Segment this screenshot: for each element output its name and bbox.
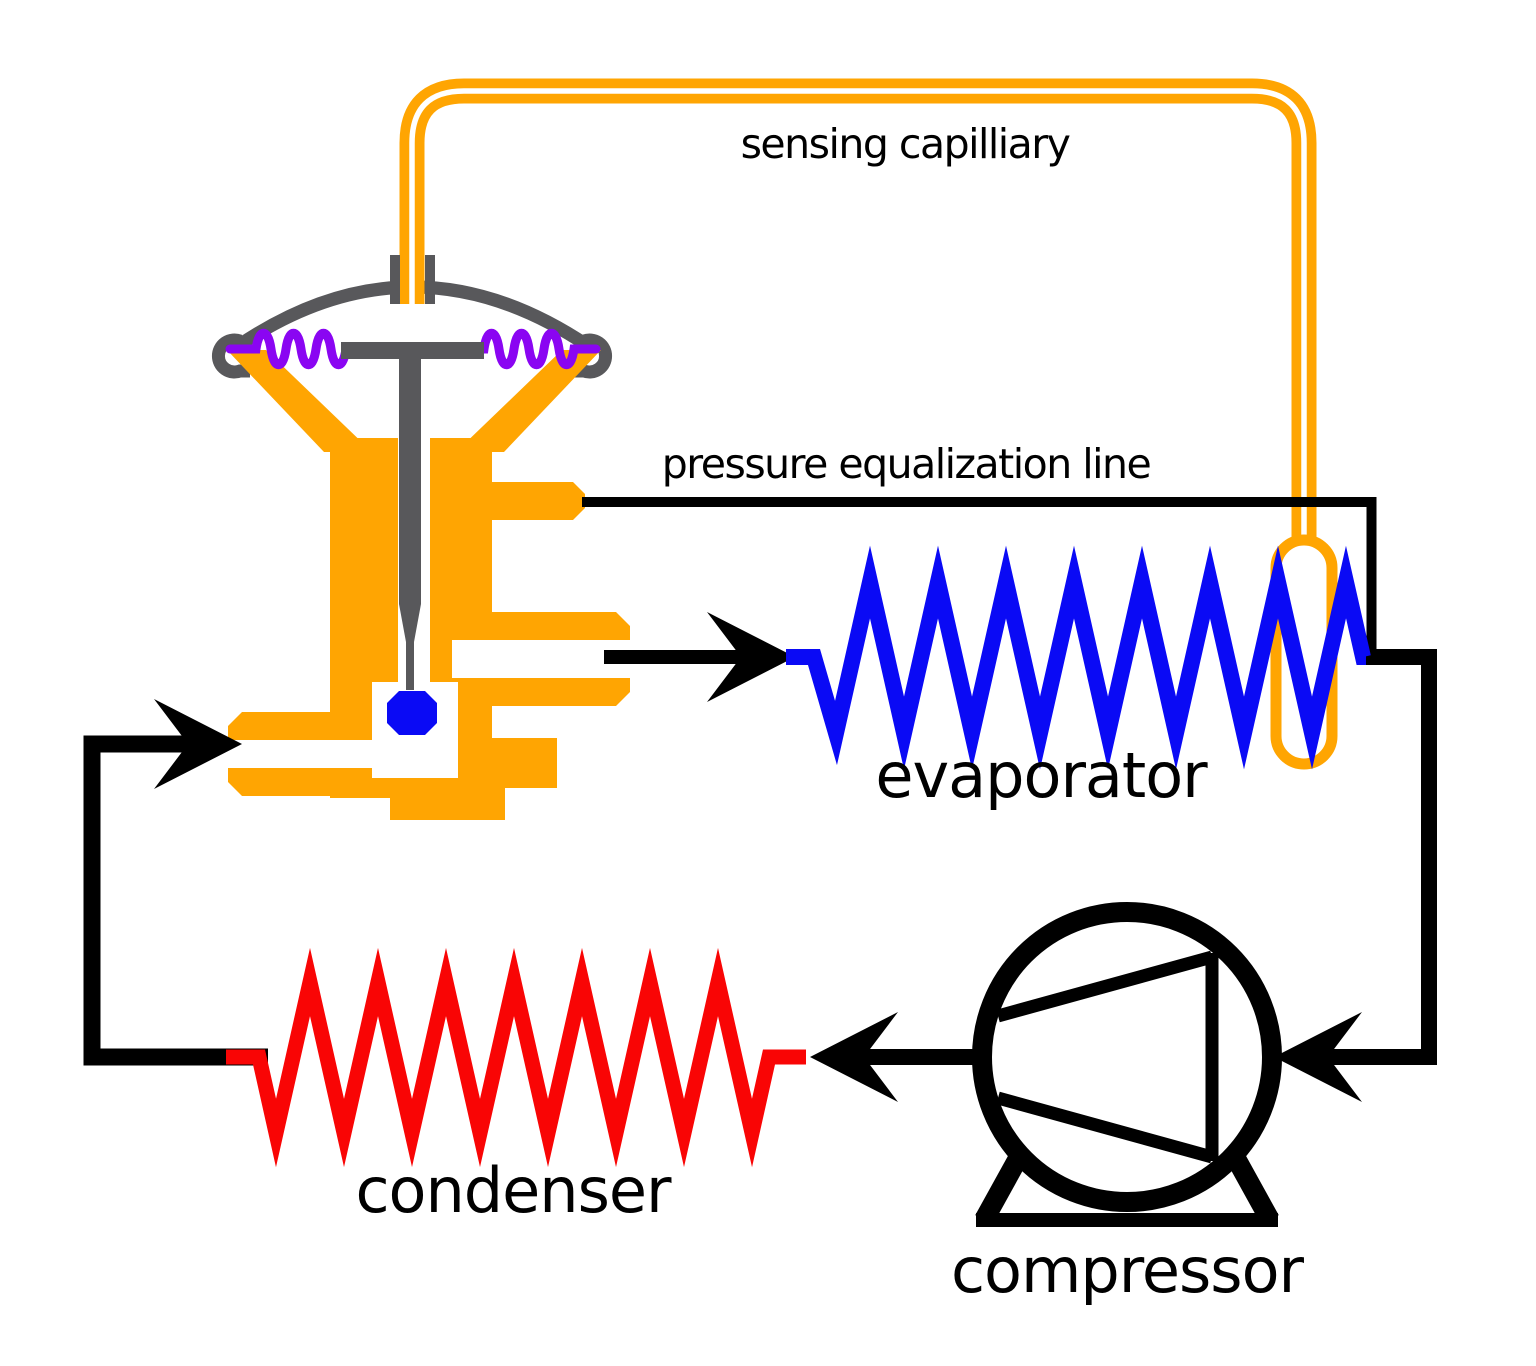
suction-line: [1274, 649, 1437, 1102]
liquid-line: [83, 699, 268, 1066]
pressure-equalization-pipe: [582, 497, 1377, 652]
evaporator-label: evaporator: [875, 739, 1208, 812]
inlet-channel: [228, 740, 372, 768]
condenser-coil: [226, 947, 806, 1168]
valve-stem: [399, 342, 421, 604]
pressure-equalization-label: pressure equalization line: [662, 440, 1151, 488]
valve-needle: [399, 604, 421, 690]
compressor-inlet-arrow-icon: [1274, 1012, 1362, 1102]
dome-right-hook: [574, 333, 612, 379]
valve-right-foot: [458, 738, 557, 788]
evaporator-coil: [786, 545, 1371, 770]
valve-right-flange: [456, 350, 601, 452]
pressure-port: [490, 482, 585, 520]
expansion-valve: [212, 280, 642, 820]
discharge-line: [810, 1012, 995, 1102]
capillary-bore: [409, 88, 1307, 560]
inlet-port-lower: [228, 768, 335, 796]
liquid-line-pipe: [83, 735, 268, 1066]
outlet-port-upper: [430, 612, 630, 640]
capillary-gland-left: [390, 255, 400, 304]
suction-pipe: [1322, 649, 1437, 1065]
compressor-circle: [972, 902, 1282, 1212]
inlet-port-upper: [228, 712, 335, 740]
capillary-gland-right: [425, 255, 435, 304]
outlet-port-lower: [430, 678, 630, 706]
compressor-symbol: [972, 902, 1282, 1227]
condenser-inlet-arrow-icon: [810, 1012, 898, 1102]
valve-bottom-foot: [390, 798, 505, 820]
dome-left-hook: [212, 333, 250, 379]
valve-inlet-arrow-icon: [154, 699, 242, 789]
compressor-rotor-lines: [996, 950, 1219, 1164]
condenser-label: condenser: [355, 1154, 672, 1227]
valve-left-flange: [227, 350, 372, 452]
valve-ball: [387, 691, 437, 735]
evaporator-inlet-arrow-icon: [707, 612, 795, 702]
sensing-capillary-label: sensing capilliary: [741, 120, 1071, 168]
compressor-label: compressor: [951, 1234, 1305, 1307]
valve-outlet-line: [604, 612, 795, 702]
sensing-capillary-tube: [390, 78, 1317, 560]
